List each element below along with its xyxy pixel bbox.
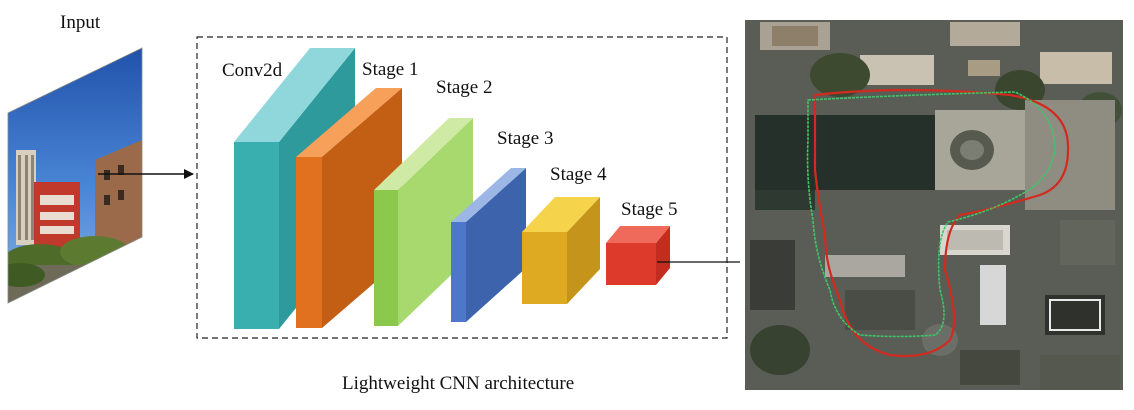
cnn-box xyxy=(196,36,728,339)
layer-stage3-top xyxy=(451,168,526,222)
layer-stage4-side xyxy=(567,197,600,304)
layer-stage1-front xyxy=(296,157,322,328)
input-image xyxy=(7,47,143,304)
layer-conv2d-front xyxy=(234,142,279,329)
layer-stage2-label: Stage 2 xyxy=(436,77,492,98)
layer-stage4-front xyxy=(522,232,567,304)
layer-stage1-label: Stage 1 xyxy=(362,59,418,80)
layer-stage5-label: Stage 5 xyxy=(621,199,677,220)
diagram-caption: Lightweight CNN architecture xyxy=(342,373,574,394)
layer-stage4-top xyxy=(522,197,600,232)
input-label: Input xyxy=(60,12,101,33)
layer-stage5-top xyxy=(606,226,670,243)
layer-stage2-side xyxy=(398,118,473,326)
layer-stage4-label: Stage 4 xyxy=(550,164,607,185)
layer-stage2-top xyxy=(374,118,473,190)
layer-conv2d-label: Conv2d xyxy=(222,60,283,81)
layer-stage4: Stage 4 xyxy=(522,164,607,304)
layer-stage3-label: Stage 3 xyxy=(497,128,553,149)
layer-stage2: Stage 2 xyxy=(374,77,492,326)
layer-stage3-front xyxy=(451,222,466,322)
layer-stage2-front xyxy=(374,190,398,326)
layer-stage1-top xyxy=(296,88,402,157)
layer-stage5: Stage 5 xyxy=(606,199,677,285)
layer-stage5-front xyxy=(606,243,656,285)
layer-stage3: Stage 3 xyxy=(451,128,553,322)
layer-stage3-side xyxy=(466,168,526,322)
layer-conv2d-top xyxy=(234,48,355,142)
satellite-map xyxy=(745,20,1123,390)
layer-stage5-side xyxy=(656,226,670,285)
